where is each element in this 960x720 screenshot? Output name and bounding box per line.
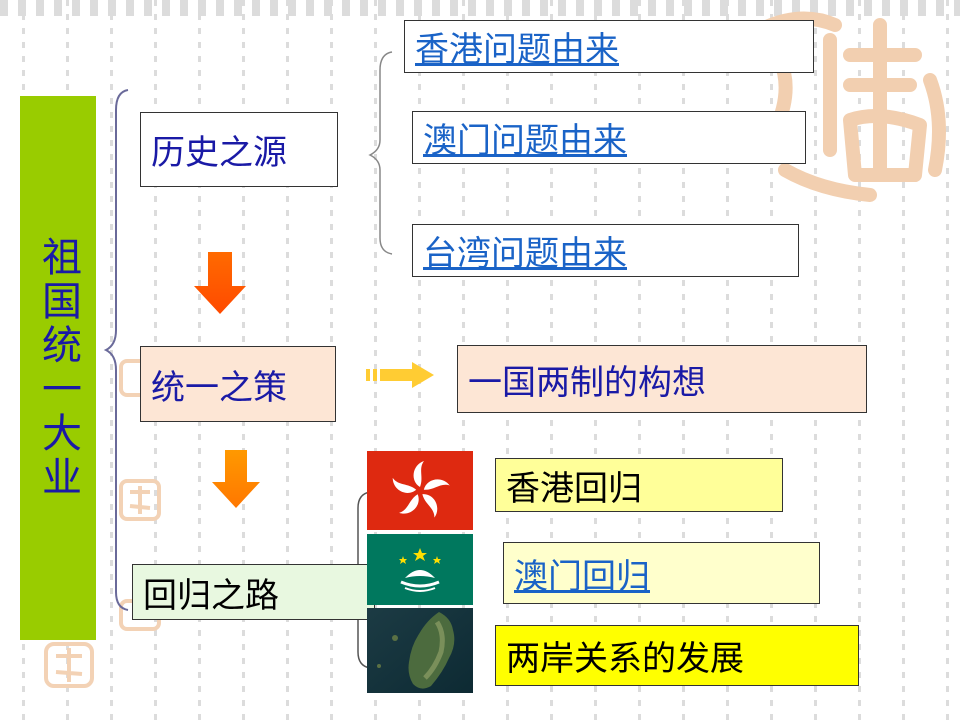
bg-dash-col (418, 0, 421, 720)
macau-flag-icon (367, 534, 473, 605)
bg-dash-row (0, 0, 960, 16)
macau-return-link[interactable]: 澳门回归 (503, 542, 820, 604)
macau-issue-link[interactable]: 澳门问题由来 (412, 111, 806, 164)
decorative-stamp (44, 642, 94, 688)
bg-dash-col (902, 0, 905, 720)
stage-history-label: 历史之源 (151, 133, 287, 173)
one-country-two-systems: 一国两制的构想 (457, 345, 867, 413)
decorative-stamp (119, 479, 161, 521)
taiwan-satellite-icon (367, 608, 473, 693)
macau-issue-label[interactable]: 澳门问题由来 (423, 121, 627, 161)
hk-return: 香港回归 (495, 458, 783, 512)
main-title: 祖国统一大业 (20, 96, 96, 640)
bg-dash-col (946, 0, 949, 720)
stage-policy-label: 统一之策 (151, 367, 287, 408)
policy-result-label: 一国两制的构想 (468, 362, 706, 403)
hk-issue-link[interactable]: 香港问题由来 (404, 20, 814, 73)
bg-dash-col (374, 0, 377, 720)
taiwan-issue-label[interactable]: 台湾问题由来 (423, 234, 627, 274)
hk-return-label: 香港回归 (506, 468, 642, 509)
cross-strait-label: 两岸关系的发展 (506, 639, 744, 679)
hong-kong-flag-icon (367, 451, 473, 530)
right-arrow-icon (366, 362, 434, 388)
cross-strait-development: 两岸关系的发展 (495, 625, 859, 686)
stage-return: 回归之路 (132, 564, 375, 620)
taiwan-issue-link[interactable]: 台湾问题由来 (412, 224, 799, 277)
macau-return-label[interactable]: 澳门回归 (514, 556, 650, 597)
down-arrow-icon (194, 252, 246, 314)
down-arrow-icon (212, 450, 260, 508)
stage-return-label: 回归之路 (143, 575, 279, 616)
bg-dash-col (110, 0, 113, 720)
stage-history: 历史之源 (140, 112, 338, 187)
stage-policy: 统一之策 (140, 346, 336, 422)
hk-issue-label[interactable]: 香港问题由来 (415, 30, 619, 70)
